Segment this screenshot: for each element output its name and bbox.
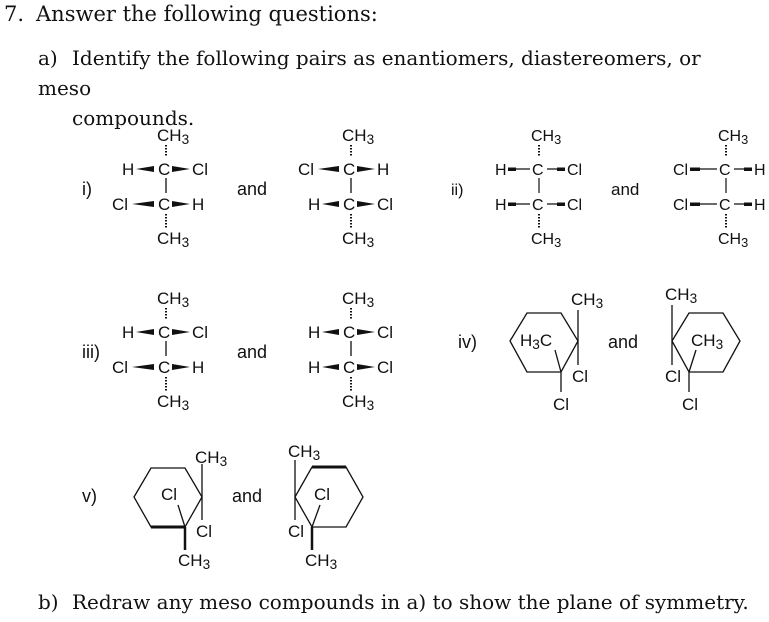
substituent-top: CH3 <box>342 289 374 310</box>
substituent-bottom: CH3 <box>342 392 374 413</box>
substituent: CH3 <box>305 551 337 572</box>
substituent: Cl <box>314 485 330 504</box>
substituent-bottom: CH3 <box>718 231 748 250</box>
substituent: CH3 <box>691 331 723 352</box>
substituent: Cl <box>377 358 393 377</box>
fischer-ii-left: CH3 H C Cl H C Cl CH3 <box>495 128 582 250</box>
substituent-bottom: CH3 <box>157 229 189 250</box>
substituent: Cl <box>665 367 681 386</box>
substituent: H <box>122 160 134 179</box>
substituent: Cl <box>161 485 177 504</box>
part-a-text-line2: compounds. <box>72 106 195 130</box>
substituent: H <box>754 197 766 214</box>
substituent: H <box>495 197 507 214</box>
substituent-top: CH3 <box>718 128 748 147</box>
substituent: H3C <box>520 331 552 352</box>
substituent: Cl <box>673 162 688 179</box>
pair-label-i: i) <box>82 179 92 199</box>
svg-text:C: C <box>158 358 170 377</box>
pair-label-v: v) <box>82 486 97 506</box>
substituent: H <box>192 358 204 377</box>
substituent: CH3 <box>178 551 210 572</box>
substituent: Cl <box>572 367 588 386</box>
pair-label-iii: iii) <box>82 342 100 362</box>
question-number: 7. <box>4 2 25 26</box>
fischer-iii-left: CH3 H C Cl Cl C H CH3 <box>112 289 208 413</box>
svg-text:C: C <box>343 195 355 214</box>
substituent: H <box>308 358 320 377</box>
substituent: Cl <box>288 522 304 541</box>
svg-text:C: C <box>158 160 170 179</box>
part-a-prompt: a)Identify the following pairs as enanti… <box>38 43 758 133</box>
pair-v: v) CH3 Cl Cl CH3 and CH3 Cl Cl CH3 <box>82 442 364 572</box>
substituent: Cl <box>298 160 314 179</box>
substituent-top: CH3 <box>531 128 561 147</box>
substituent: CH3 <box>571 290 603 311</box>
substituent: Cl <box>377 323 393 342</box>
svg-text:C: C <box>158 323 170 342</box>
pair-label-ii: ii) <box>451 182 463 199</box>
part-b-text: Redraw any meso compounds in a) to show … <box>72 590 749 614</box>
substituent-top: CH3 <box>157 289 189 310</box>
fischer-i-right: CH3 Cl C H H C Cl CH3 <box>298 126 393 250</box>
question-header: 7. Answer the following questions: <box>4 2 378 26</box>
svg-text:C: C <box>532 197 544 214</box>
svg-text:C: C <box>343 323 355 342</box>
substituent: CH3 <box>195 448 227 469</box>
substituent: H <box>122 323 134 342</box>
svg-text:C: C <box>343 160 355 179</box>
svg-text:C: C <box>719 162 731 179</box>
substituent: Cl <box>682 395 698 414</box>
and-connector: and <box>237 342 267 362</box>
and-connector: and <box>232 486 262 506</box>
substituent: CH3 <box>665 285 697 306</box>
part-a-text-line1: Identify the following pairs as enantiom… <box>38 46 701 100</box>
cyclohexane-iv-left: CH3 H3C Cl Cl <box>509 290 603 414</box>
part-a-label: a) <box>38 46 58 70</box>
part-b-label: b) <box>38 590 59 614</box>
substituent: H <box>754 162 766 179</box>
substituent: H <box>308 195 320 214</box>
pair-iii: iii) CH3 H C Cl Cl C H CH3 and CH3 H C <box>82 289 393 413</box>
cyclohexane-v-right: CH3 Cl Cl CH3 <box>288 442 364 572</box>
substituent: Cl <box>112 195 128 214</box>
substituent: Cl <box>192 323 208 342</box>
substituent: Cl <box>192 160 208 179</box>
substituent: Cl <box>196 522 212 541</box>
substituent-bottom: CH3 <box>157 392 189 413</box>
and-connector: and <box>237 179 267 199</box>
question-title: Answer the following questions: <box>36 2 378 26</box>
cyclohexane-iv-right: CH3 CH3 Cl Cl <box>665 285 741 414</box>
svg-text:C: C <box>343 358 355 377</box>
substituent-bottom: CH3 <box>531 231 561 250</box>
cyclohexane-v-left: CH3 Cl Cl CH3 <box>133 448 227 572</box>
pair-iv: iv) CH3 H3C Cl Cl and CH3 CH3 Cl Cl <box>458 285 741 414</box>
substituent: Cl <box>673 197 688 214</box>
fischer-ii-right: CH3 Cl C H Cl C H CH3 <box>673 128 766 250</box>
svg-text:C: C <box>719 197 731 214</box>
and-connector: and <box>608 332 638 352</box>
substituent: Cl <box>377 195 393 214</box>
substituent: Cl <box>553 395 569 414</box>
pair-label-iv: iv) <box>458 332 477 352</box>
substituent: H <box>377 160 389 179</box>
pair-i: i) CH3 H C Cl Cl C H CH3 and CH3 Cl C <box>82 126 393 250</box>
substituent: H <box>192 195 204 214</box>
substituent: H <box>308 323 320 342</box>
substituent: Cl <box>112 358 128 377</box>
substituent-top: CH3 <box>157 126 189 147</box>
substituent: CH3 <box>288 442 320 463</box>
fischer-i-left: CH3 H C Cl Cl C H CH3 <box>112 126 208 250</box>
svg-text:C: C <box>532 162 544 179</box>
substituent: Cl <box>567 162 582 179</box>
part-b-prompt: b) Redraw any meso compounds in a) to sho… <box>38 590 749 614</box>
substituent-bottom: CH3 <box>342 229 374 250</box>
svg-text:C: C <box>158 195 170 214</box>
substituent-top: CH3 <box>342 126 374 147</box>
substituent: H <box>495 162 507 179</box>
pair-ii: ii) CH3 H C Cl H C Cl CH3 and CH3 <box>451 128 766 250</box>
substituent: Cl <box>567 197 582 214</box>
fischer-iii-right: CH3 H C Cl H C Cl CH3 <box>308 289 393 413</box>
and-connector: and <box>611 180 639 199</box>
